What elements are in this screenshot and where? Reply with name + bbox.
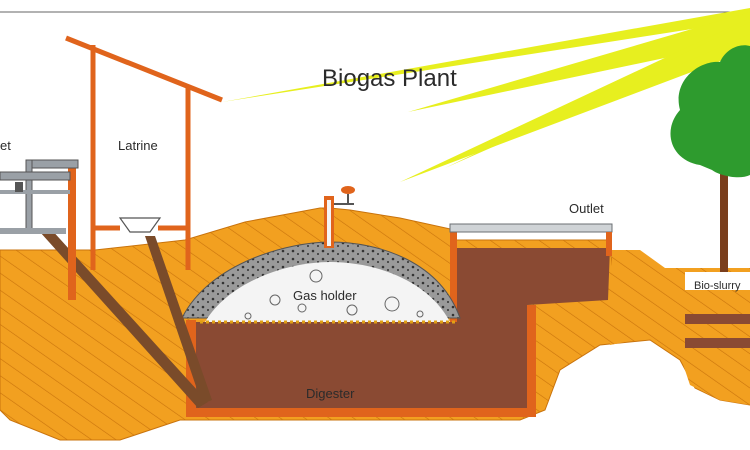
digester-label: Digester [306,386,355,401]
digester-slurry [196,248,610,408]
inlet-pipe [40,228,208,408]
gas-space [205,262,450,322]
digester-right-wall [527,305,536,417]
gas-holder-label: Gas holder [293,288,357,303]
outlet-cover [449,223,613,233]
latrine-structure [65,35,223,270]
sun-rays [222,8,750,182]
latrine-label: Latrine [118,138,158,153]
diagram-title: Biogas Plant [322,65,457,92]
bio-slurry-label: Bio-slurry [694,280,741,292]
tree-trunk [720,160,728,272]
gas-valve [341,186,355,194]
digester-floor [186,408,536,417]
bio-slurry-layers [685,272,750,348]
outlet-wall-right [606,232,612,256]
gas-bubbles [244,269,424,320]
latrine-pan [118,217,162,233]
outlet-wall-left [450,232,457,322]
tree-leaves [670,45,750,178]
inlet-label: et [0,138,11,153]
latrine-pipe [145,236,212,404]
gas-pipe-inner [327,200,331,246]
inlet-stand [0,159,79,300]
outlet-label: Outlet [569,201,604,216]
